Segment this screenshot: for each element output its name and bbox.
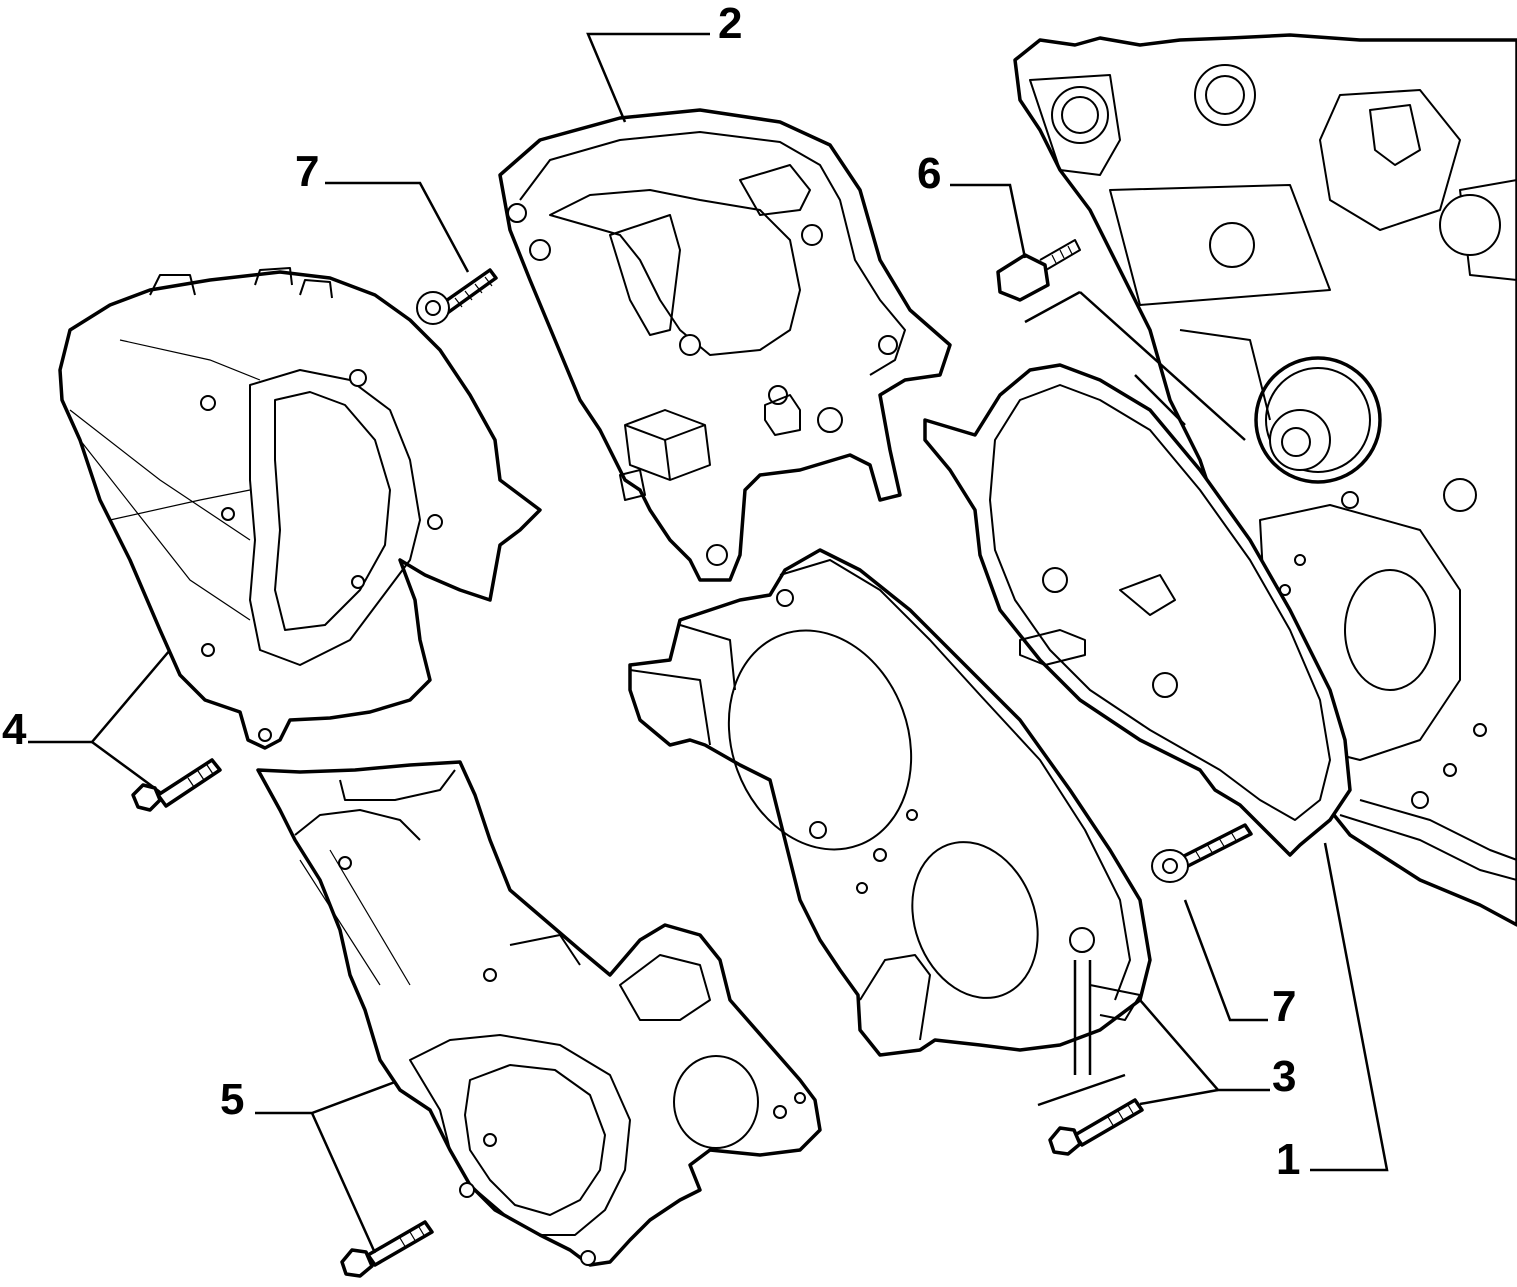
leader-lines xyxy=(28,32,1389,1254)
bolt-part-5 xyxy=(340,1220,434,1278)
upper-inner-cover-part-2 xyxy=(498,108,952,582)
lower-inner-cover-part-3 xyxy=(628,548,1152,1057)
screw-part-7-lower xyxy=(1151,823,1253,883)
callout-3: 3 xyxy=(1272,1052,1297,1101)
gasket-part-1 xyxy=(923,363,1352,857)
callout-2: 2 xyxy=(718,0,743,48)
lower-outer-cover-part-5 xyxy=(256,760,822,1267)
upper-outer-cover-part-4 xyxy=(58,267,542,750)
bolt-part-4 xyxy=(131,758,222,812)
callout-1: 1 xyxy=(1276,1135,1301,1184)
callout-6: 6 xyxy=(917,149,942,198)
callout-7-upper: 7 xyxy=(295,147,320,196)
callout-5: 5 xyxy=(220,1075,245,1124)
engine-block xyxy=(1013,33,1517,927)
callout-7-lower: 7 xyxy=(1272,982,1297,1031)
screw-part-7-upper xyxy=(416,268,498,325)
callout-4: 4 xyxy=(2,705,27,754)
bolt-part-3 xyxy=(1048,1098,1144,1156)
spacer-stud-part-6 xyxy=(996,239,1081,302)
timing-gear xyxy=(1254,356,1382,484)
